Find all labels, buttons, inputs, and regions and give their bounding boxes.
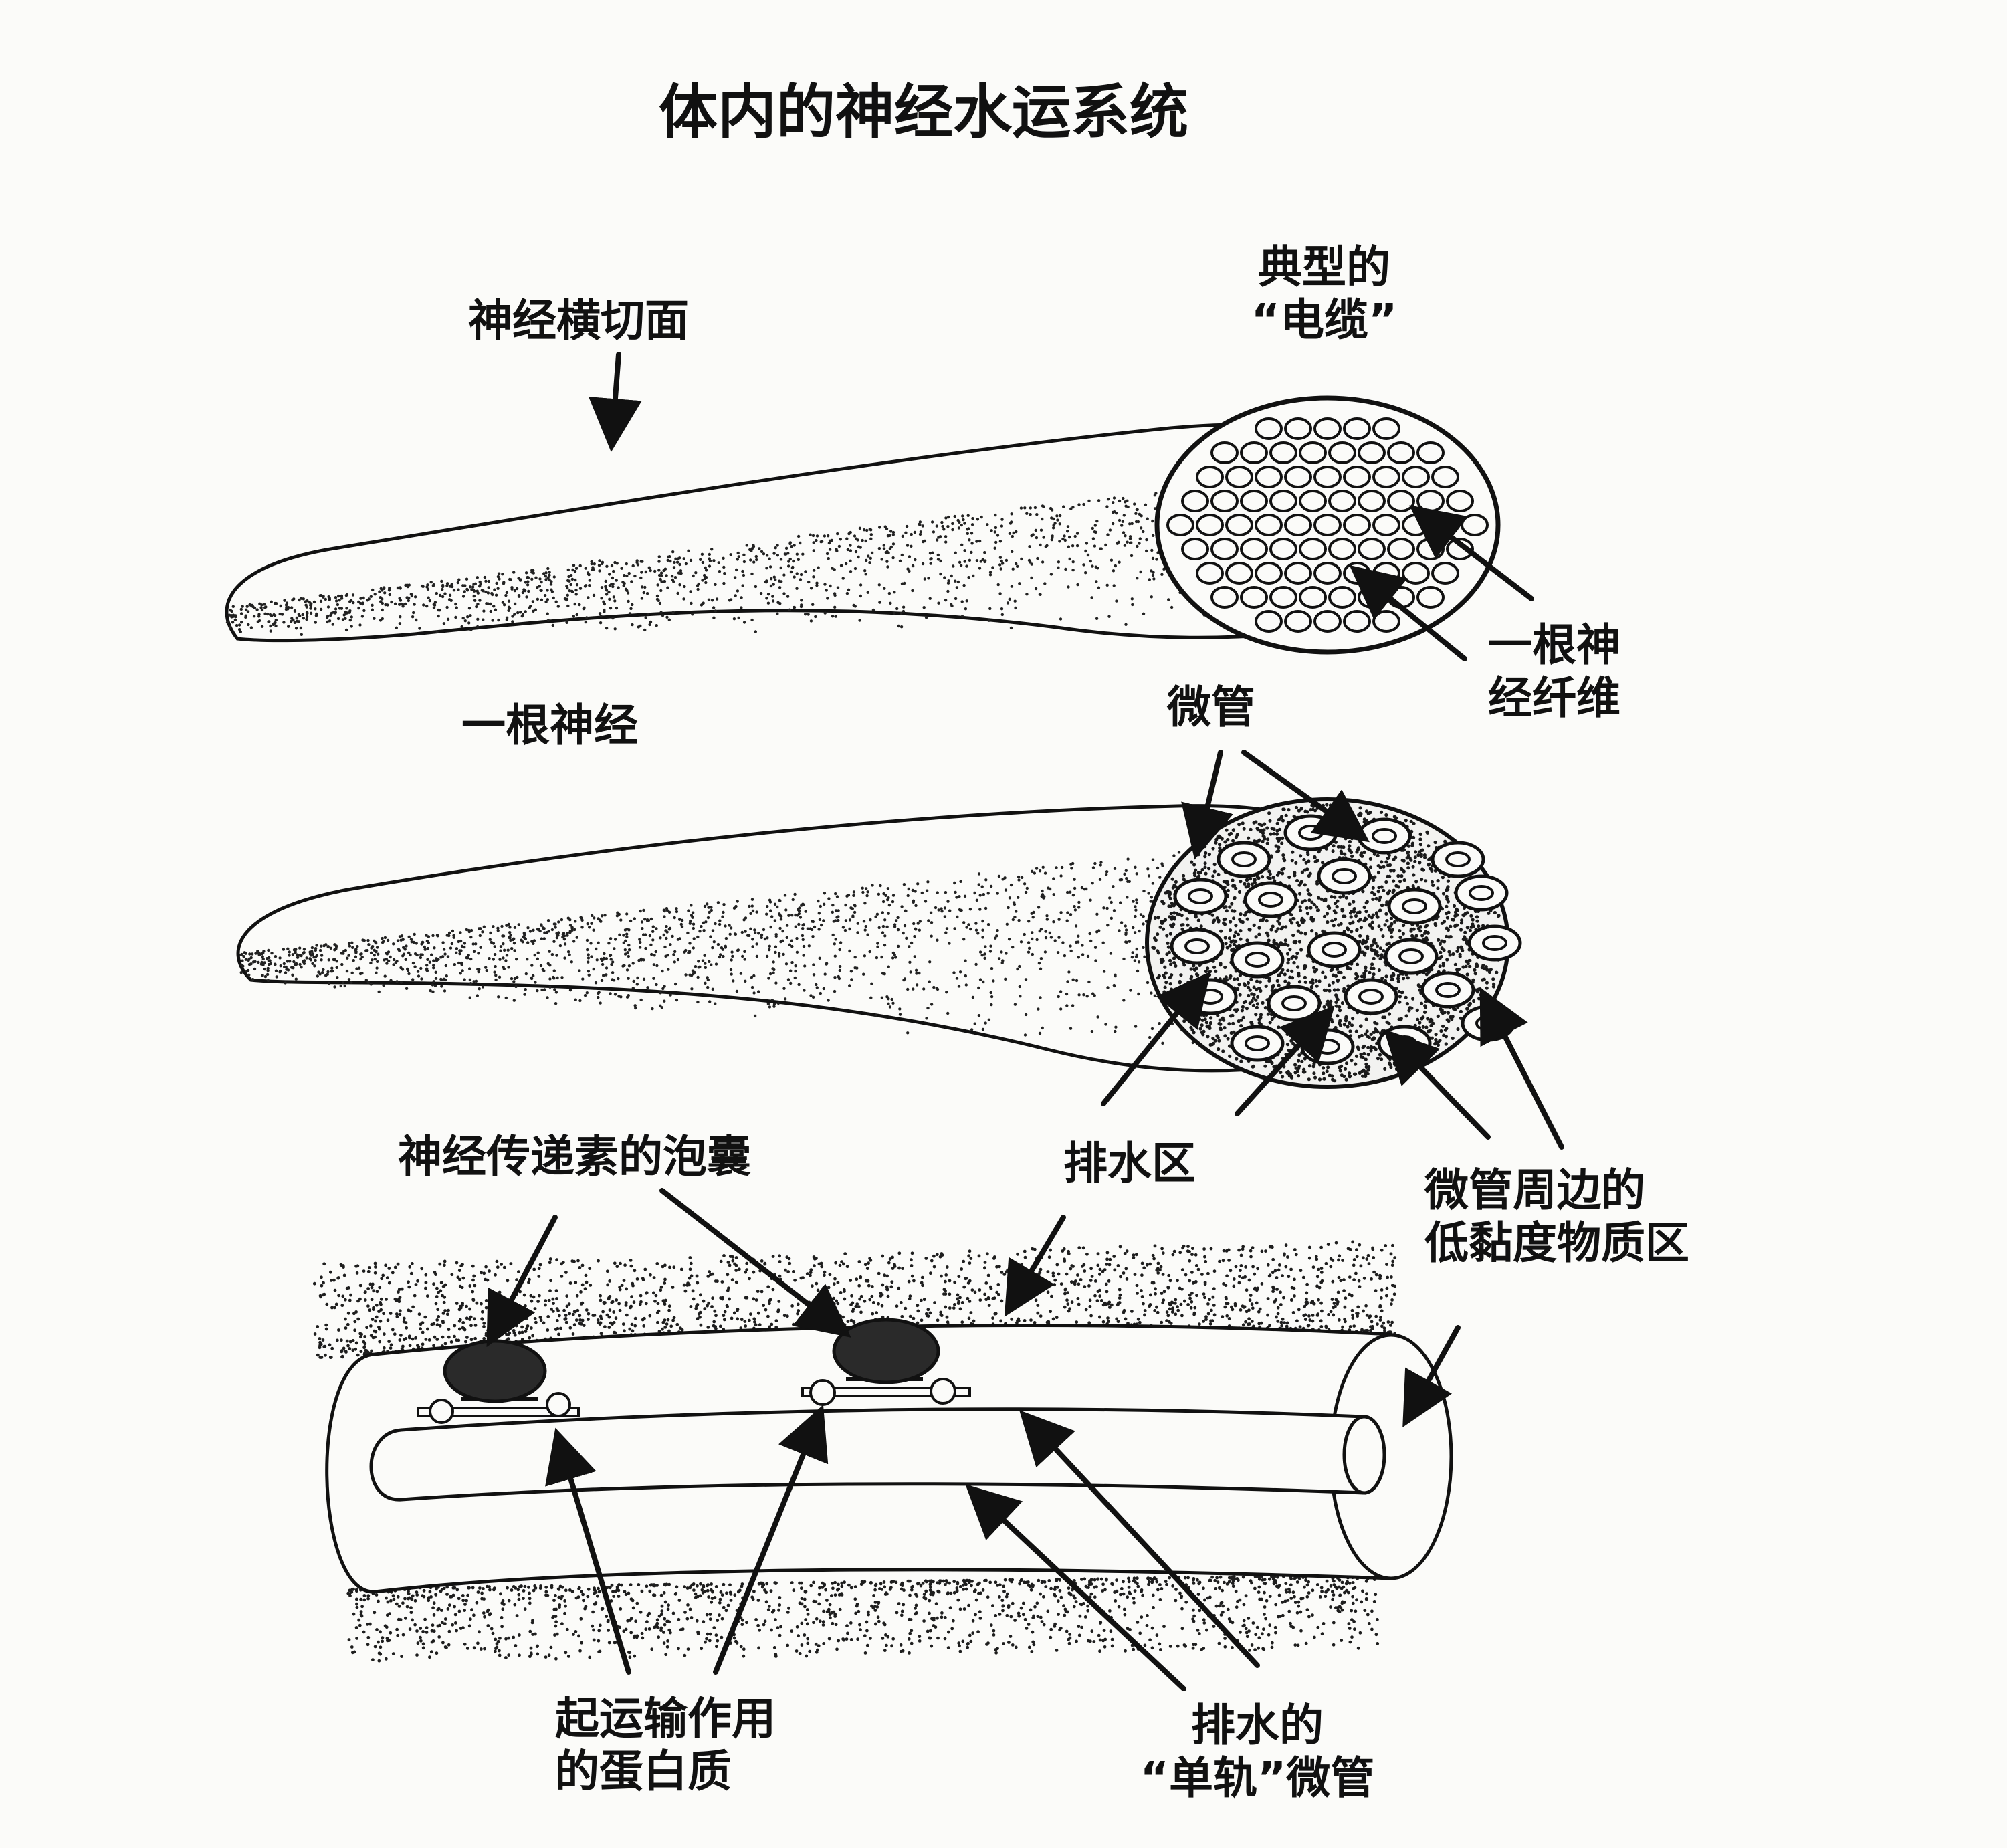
- arrow-low-viscosity-1: [1383, 1029, 1491, 1140]
- arrow-monorail-1: [965, 1484, 1186, 1691]
- arrow-drainage-2: [1235, 1005, 1335, 1116]
- label-transport-protein-line2: 的蛋白质: [555, 1746, 732, 1798]
- arrow-protein-2: [713, 1405, 829, 1675]
- label-drainage-zone: 排水区: [1063, 1138, 1196, 1189]
- label-monorail-microtubule: 排水的 “单轨”微管: [1110, 1699, 1404, 1805]
- label-low-viscosity-line2: 低黏度物质区: [1424, 1217, 1689, 1269]
- label-transport-protein: 起运输作用 的蛋白质: [555, 1692, 776, 1798]
- transport-protein-icon: [417, 1392, 580, 1424]
- label-nerve-fiber-line2: 经纤维: [1488, 672, 1620, 724]
- label-nerve-fiber: 一根神 经纤维: [1488, 619, 1620, 724]
- diagram-title: 体内的神经水运系统: [659, 78, 1189, 146]
- vesicle-icon: [443, 1339, 547, 1403]
- arrow-low-viscosity-2: [1479, 987, 1564, 1150]
- arrow-monorail-2: [1019, 1410, 1260, 1668]
- label-monorail-line2: “单轨”微管: [1140, 1752, 1375, 1805]
- arrow-cross-section: [589, 352, 642, 452]
- label-nerve-fiber-line1: 一根神: [1488, 619, 1620, 671]
- label-microtubule: 微管: [1167, 682, 1255, 733]
- arrow-drainage-zone: [1004, 1215, 1066, 1317]
- label-one-nerve: 一根神经: [461, 700, 638, 751]
- callout-arrows: [486, 352, 1564, 1691]
- label-transport-protein-line1: 起运输作用: [555, 1693, 776, 1744]
- inner-microtubule: [369, 1407, 1366, 1502]
- arrow-tube-end: [1402, 1325, 1461, 1427]
- arrow-vesicle-2: [659, 1188, 851, 1338]
- arrow-microtubule-1: [1181, 750, 1233, 860]
- label-typical-cable-line1: 典型的: [1258, 241, 1390, 293]
- label-monorail-line1: 排水的: [1191, 1700, 1324, 1751]
- inner-microtubule-end: [1342, 1415, 1386, 1495]
- label-low-viscosity-line1: 微管周边的: [1424, 1164, 1645, 1216]
- label-vesicle: 神经传递素的泡囊: [398, 1131, 751, 1183]
- arrow-protein-1: [545, 1427, 631, 1675]
- label-typical-cable-line2: “电缆”: [1251, 294, 1398, 346]
- arrow-drainage-1: [1101, 971, 1211, 1106]
- label-low-viscosity-zone: 微管周边的 低黏度物质区: [1424, 1164, 1689, 1269]
- arrow-fiber-1: [1409, 505, 1534, 601]
- arrow-vesicle-1: [486, 1215, 558, 1348]
- vesicle-icon: [832, 1318, 940, 1384]
- nerve-stipple-icon: [225, 478, 1286, 636]
- label-cross-section: 神经横切面: [468, 295, 689, 346]
- microtubule-tube-icon: [312, 1240, 1453, 1663]
- arrow-fiber-2: [1349, 564, 1467, 661]
- nerve-bundle-icon: [225, 395, 1501, 655]
- nerve-fiber-icon: [236, 797, 1522, 1089]
- arrow-microtubule-2: [1241, 750, 1370, 843]
- label-typical-cable: 典型的 “电缆”: [1237, 241, 1411, 346]
